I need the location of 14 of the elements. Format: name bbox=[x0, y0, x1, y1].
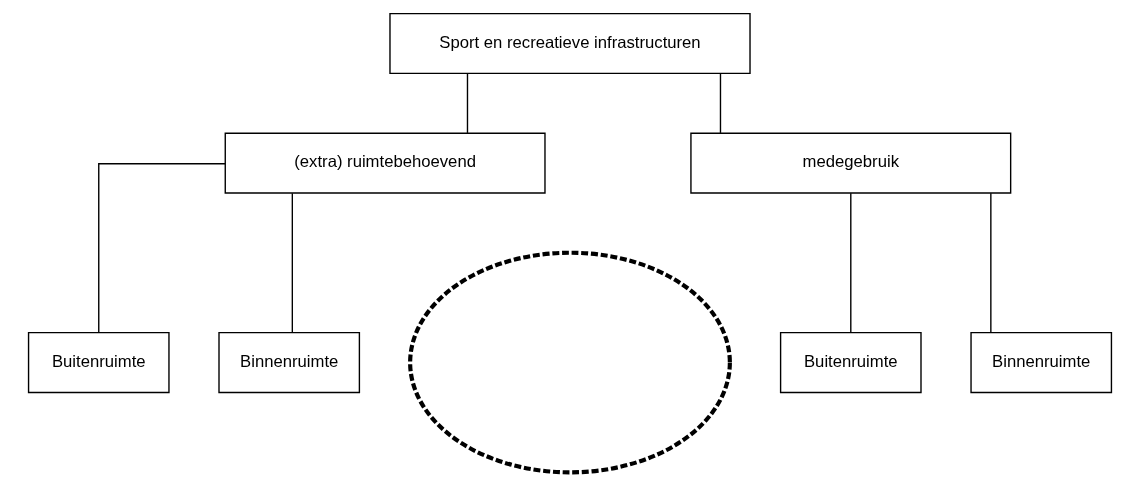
node-box: Buitenruimte bbox=[27, 331, 170, 394]
node-ellipse bbox=[408, 250, 732, 475]
node-box: Binnenruimte bbox=[218, 331, 361, 394]
connector bbox=[850, 192, 852, 334]
connector bbox=[291, 192, 294, 334]
connector bbox=[98, 163, 226, 334]
node-box: Sport en recreatieve infrastructuren bbox=[389, 12, 751, 75]
node-box: medegebruik bbox=[690, 132, 1012, 194]
node-box: (extra) ruimtebehoevend bbox=[224, 132, 546, 194]
connector bbox=[990, 192, 992, 334]
node-box: Binnenruimte bbox=[970, 331, 1113, 394]
node-box: Buitenruimte bbox=[779, 331, 922, 394]
connector bbox=[719, 73, 722, 134]
connector bbox=[466, 73, 469, 134]
